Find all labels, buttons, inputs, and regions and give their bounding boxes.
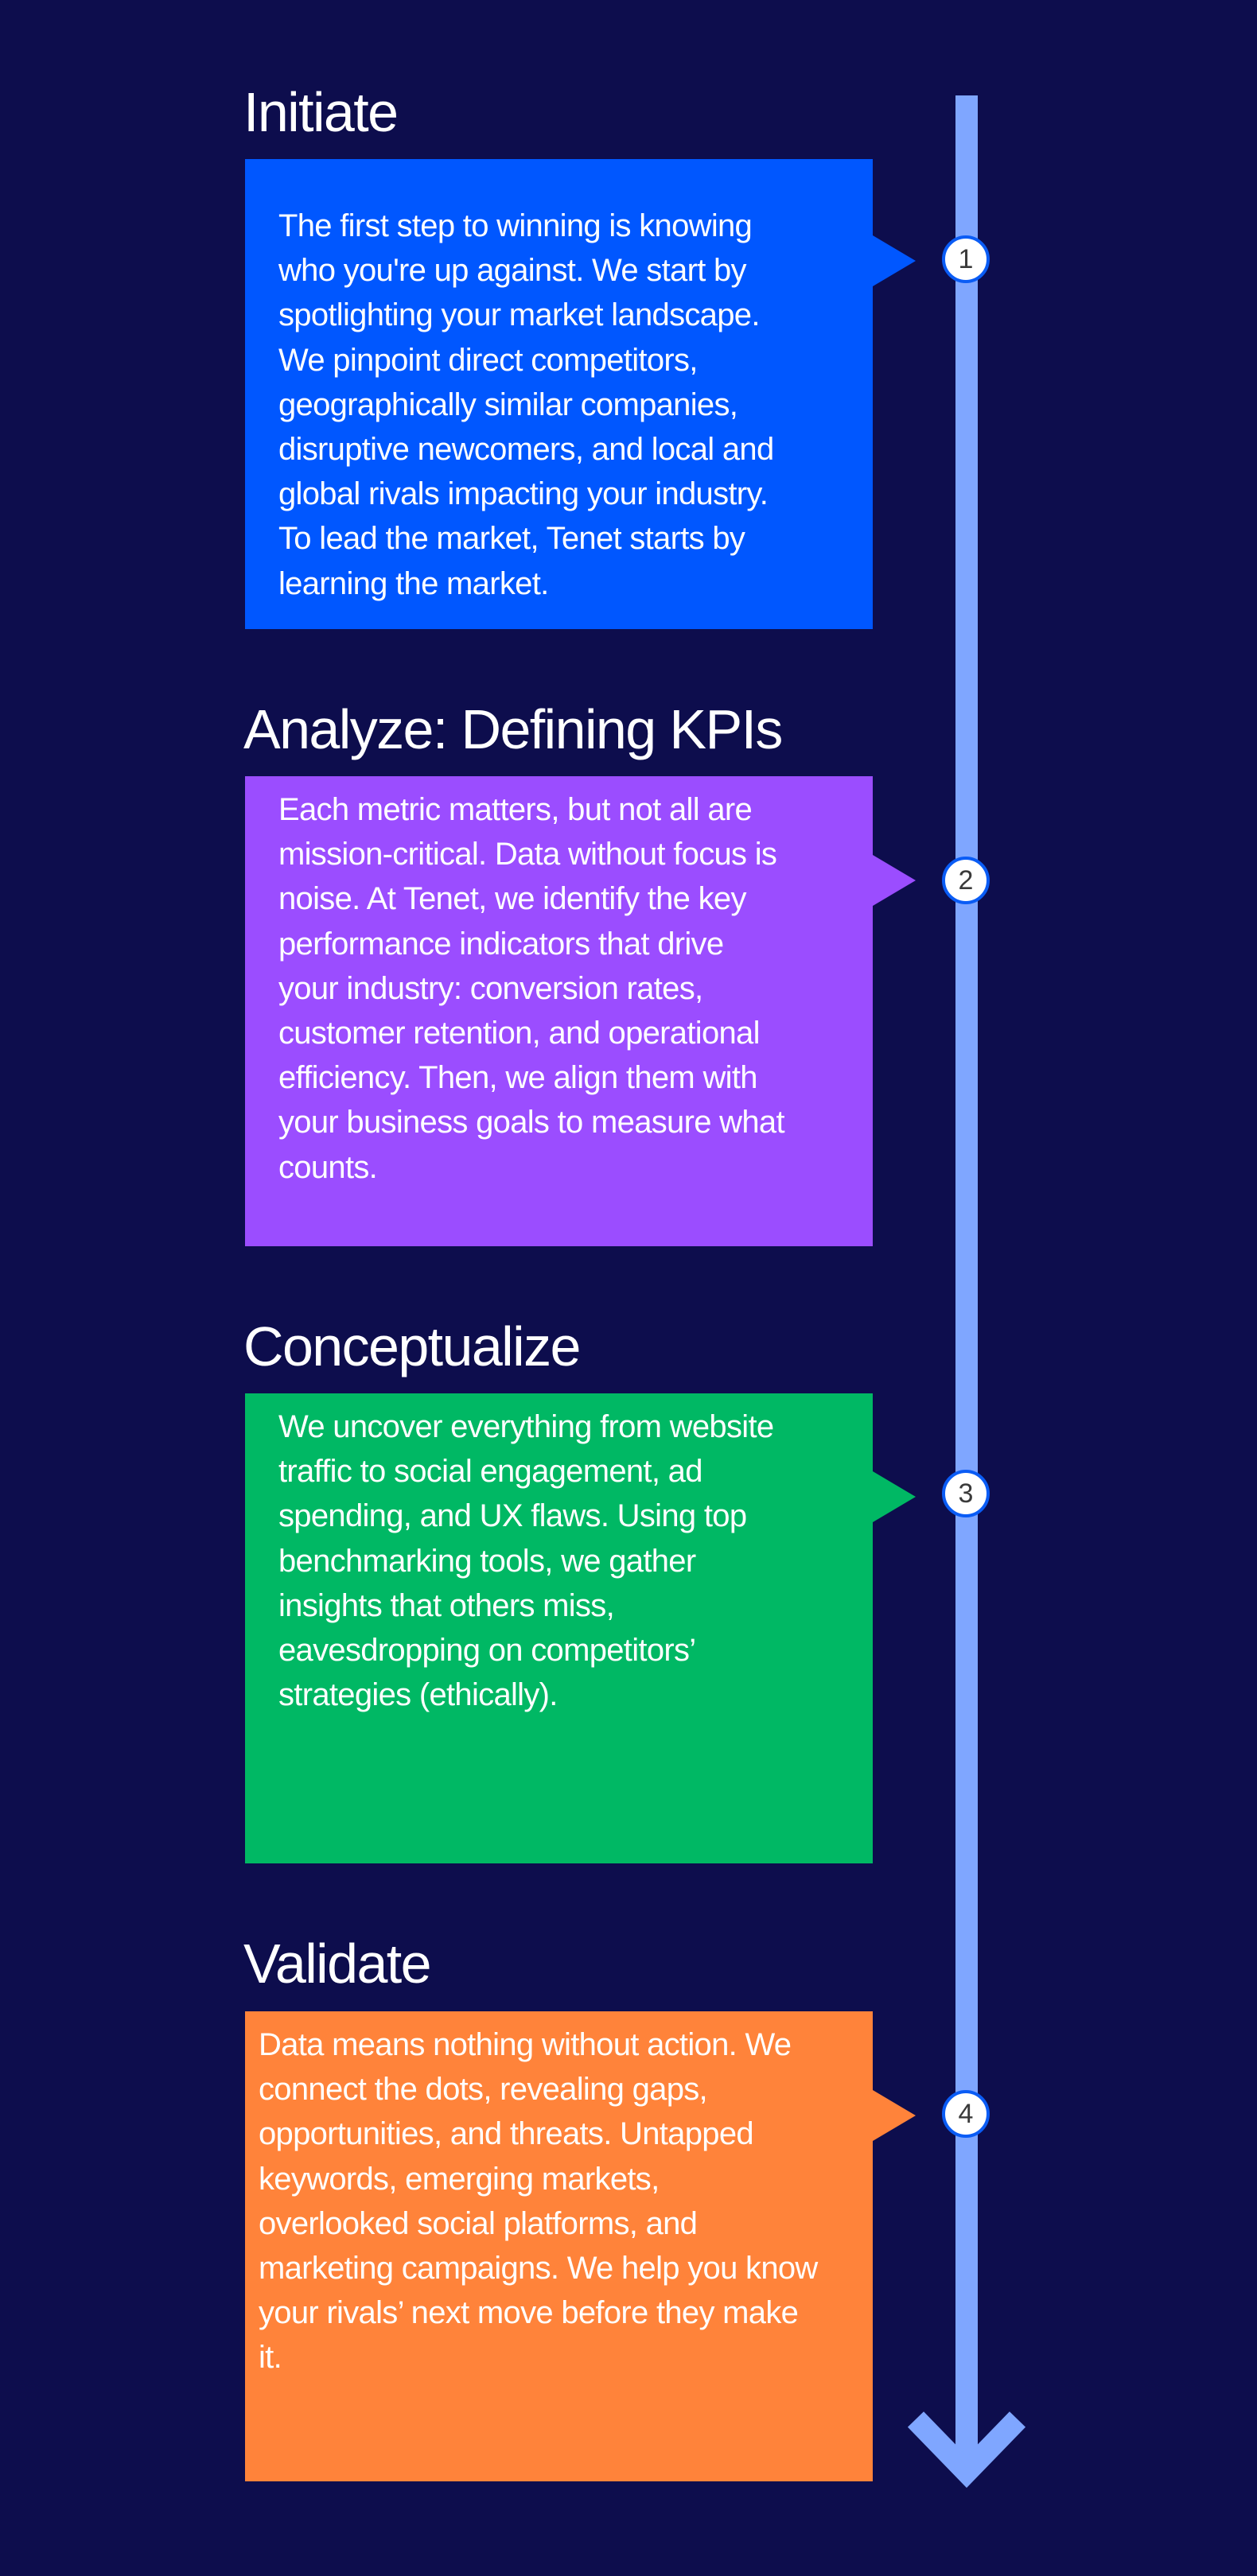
text-line: who you're up against. We start by [278, 253, 747, 289]
text-line: your business goals to measure what [278, 1105, 785, 1140]
step-1-node: 1 [942, 235, 990, 283]
text-line: it. [259, 2340, 282, 2376]
step-4-card: Data means nothing without action. We co… [245, 2011, 916, 2481]
step-3-description: We uncover everything from website traff… [278, 1405, 774, 1717]
text-line: global rivals impacting your industry. [278, 476, 769, 512]
text-line: your rivals’ next move before they make [259, 2295, 799, 2331]
step-4-node: 4 [942, 2090, 990, 2138]
text-line: geographically similar companies, [278, 387, 738, 422]
text-line: marketing campaigns. We help you know [259, 2251, 818, 2287]
step-3-node: 3 [942, 1470, 990, 1517]
step-1-title: Initiate [243, 81, 399, 143]
text-line: performance indicators that drive [278, 926, 724, 962]
text-line: Data means nothing without action. We [259, 2027, 792, 2062]
step-2-title: Analyze: Defining KPIs [243, 698, 783, 760]
text-line: opportunities, and threats. Untapped [259, 2116, 754, 2152]
text-line: efficiency. Then, we align them with [278, 1060, 757, 1096]
timeline-rail [955, 95, 978, 2461]
text-line: noise. At Tenet, we identify the key [278, 881, 746, 917]
step-2-card: Each metric matters, but not all are mis… [245, 776, 916, 1246]
step-4-description: Data means nothing without action. We co… [259, 2022, 818, 2380]
step-2-node: 2 [942, 857, 990, 904]
text-line: strategies (ethically). [278, 1677, 558, 1713]
text-line: mission-critical. Data without focus is [278, 837, 777, 872]
text-line: insights that others miss, [278, 1587, 615, 1623]
arrow-down-icon [907, 2411, 1026, 2489]
text-line: To lead the market, Tenet starts by [278, 521, 745, 557]
step-3-card: We uncover everything from website traff… [245, 1393, 916, 1863]
pointer-icon [873, 1471, 916, 1522]
text-line: traffic to social engagement, ad [278, 1454, 702, 1490]
text-line: Each metric matters, but not all are [278, 792, 753, 827]
text-line: your industry: conversion rates, [278, 970, 703, 1006]
text-line: We uncover everything from website [278, 1409, 774, 1444]
pointer-icon [873, 2090, 916, 2141]
text-line: learning the market. [278, 565, 549, 601]
step-3-title: Conceptualize [243, 1315, 581, 1377]
text-line: keywords, emerging markets, [259, 2161, 660, 2197]
pointer-icon [873, 235, 916, 286]
text-line: connect the dots, revealing gaps, [259, 2072, 708, 2108]
step-4-title: Validate [243, 1933, 432, 1995]
text-line: spending, and UX flaws. Using top [278, 1498, 747, 1534]
text-line: overlooked social platforms, and [259, 2205, 698, 2241]
pointer-icon [873, 855, 916, 906]
step-1-card: The first step to winning is knowing who… [245, 159, 916, 629]
text-line: benchmarking tools, we gather [278, 1543, 696, 1579]
text-line: customer retention, and operational [278, 1016, 760, 1051]
step-2-description: Each metric matters, but not all are mis… [278, 787, 785, 1190]
text-line: spotlighting your market landscape. [278, 297, 760, 333]
text-line: disruptive newcomers, and local and [278, 432, 774, 468]
text-line: eavesdropping on competitors’ [278, 1633, 696, 1669]
text-line: The first step to winning is knowing [278, 208, 753, 243]
step-1-description: The first step to winning is knowing who… [278, 204, 774, 606]
text-line: counts. [278, 1149, 378, 1185]
text-line: We pinpoint direct competitors, [278, 342, 698, 378]
